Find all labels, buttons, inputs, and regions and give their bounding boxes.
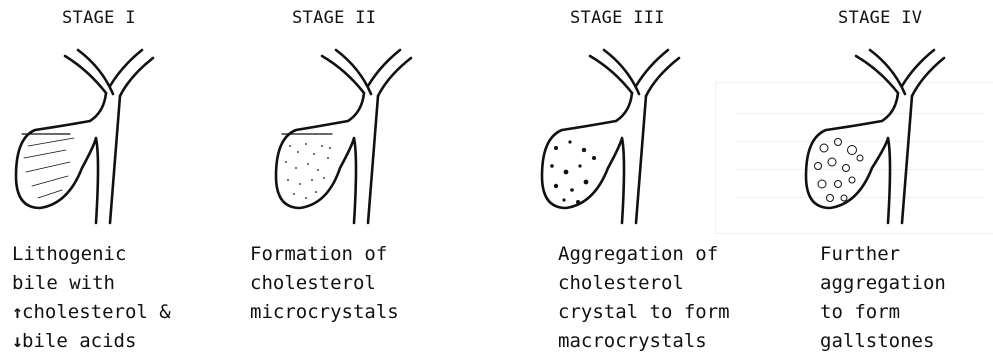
stage-3-caption-line-4: macrocrystals (558, 327, 730, 356)
up-arrow-icon: ↑ (12, 298, 22, 327)
stage-3-caption-line-3: crystal to form (558, 298, 730, 327)
stage-1: STAGE I Lithogenic bile with ↑cholestero… (0, 0, 250, 358)
stage-3-title: STAGE III (570, 8, 770, 28)
stage-3-caption: Aggregation of cholesterol crystal to fo… (558, 240, 730, 356)
stage-2-caption: Formation of cholesterol microcrystals (250, 240, 399, 327)
stage-3-caption-line-2: cholesterol (558, 269, 730, 298)
stage-1-caption-line-2: bile with (12, 269, 171, 298)
gallbladder-stage-4-illustration (796, 38, 946, 228)
gallbladder-stage-2-illustration (270, 38, 420, 228)
stage-2-caption-line-2: cholesterol (250, 269, 399, 298)
stage-4-caption-line-2: aggregation (820, 269, 946, 298)
stage-2-caption-line-3: microcrystals (250, 298, 399, 327)
gallstone-clusters (815, 139, 864, 202)
stage-3: STAGE III Aggregation of cholesterol cry… (520, 0, 770, 358)
stage-4-title: STAGE IV (838, 8, 993, 28)
stage-4-caption-line-3: to form (820, 298, 946, 327)
stage-2-title: STAGE II (292, 8, 492, 28)
gallbladder-stage-3-illustration (534, 38, 684, 228)
stage-4: STAGE IV Further aggregation to form gal… (790, 0, 993, 358)
stage-3-caption-line-1: Aggregation of (558, 240, 730, 269)
down-arrow-icon: ↓ (12, 327, 22, 356)
stage-2-caption-line-1: Formation of (250, 240, 399, 269)
stage-4-caption: Further aggregation to form gallstones (820, 240, 946, 356)
stage-1-caption: Lithogenic bile with ↑cholesterol & ↓bil… (12, 240, 171, 356)
stage-4-caption-line-1: Further (820, 240, 946, 269)
stage-2: STAGE II Formation of cholesterol microc… (250, 0, 500, 358)
stage-1-caption-line-3: ↑cholesterol & (12, 298, 171, 327)
gallbladder-stage-1-illustration (10, 38, 160, 228)
macrocrystal-clusters (550, 140, 596, 204)
stage-1-caption-line-1: Lithogenic (12, 240, 171, 269)
stage-1-caption-line-3-text: cholesterol & (22, 301, 171, 323)
stage-1-caption-line-4: ↓bile acids (12, 327, 171, 356)
microcrystal-dots (285, 143, 331, 199)
stage-1-title: STAGE I (62, 8, 262, 28)
stage-4-caption-line-4: gallstones (820, 327, 946, 356)
stage-1-caption-line-4-text: bile acids (22, 330, 136, 352)
